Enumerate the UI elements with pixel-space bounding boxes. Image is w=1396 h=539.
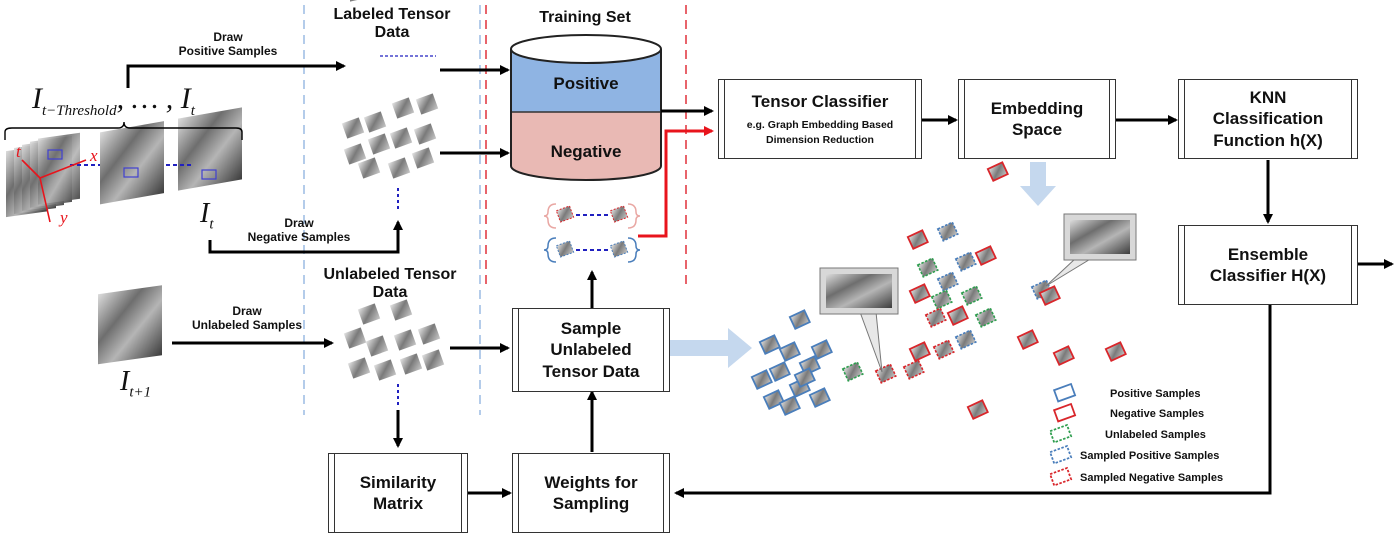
embedding-sample-patch	[810, 339, 833, 361]
embedding-sample-patch	[936, 221, 959, 242]
ensemble-box: Ensemble Classifier H(X)	[1178, 225, 1358, 305]
sampled-positive-pair	[543, 237, 641, 263]
embedding-sample-patch	[974, 245, 997, 267]
axis-x-label: x	[90, 146, 98, 165]
weights-box: Weights for Sampling	[512, 453, 670, 533]
similarity-box: Similarity Matrix	[328, 453, 468, 533]
frame-image-next	[98, 285, 162, 365]
frame-image	[100, 121, 164, 205]
embedding-sample-patch	[1104, 341, 1127, 363]
weights-title: Weights for Sampling	[544, 472, 638, 513]
embedding-sample-patch	[916, 257, 939, 278]
legend-swatch	[1048, 466, 1073, 487]
frame-stack-image	[6, 132, 80, 218]
embedding-scatter	[750, 161, 1127, 421]
light-arrow-down-embedding	[1020, 162, 1056, 206]
ensemble-title: Ensemble Classifier H(X)	[1209, 244, 1327, 285]
training-set-label: Training Set	[539, 9, 631, 26]
embedding-sample-patch	[808, 387, 831, 409]
axis-t-label: t	[16, 142, 21, 161]
embedding-sample-patch	[986, 161, 1009, 183]
tensor-classifier-title: Tensor Classifier	[751, 92, 889, 112]
embedding-sample-patch	[906, 229, 929, 251]
legend-sampled-negative-label: Sampled Negative Samples	[1080, 472, 1224, 484]
similarity-title: Similarity Matrix	[359, 472, 437, 513]
embedding-sample-patch	[874, 363, 897, 384]
negative-label: Negative	[550, 142, 622, 161]
knn-box: KNN Classification Function h(X)	[1178, 79, 1358, 159]
embedding-sample-patch	[924, 307, 947, 328]
embedding-sample-patch	[758, 334, 781, 356]
embedding-sample-patch	[1016, 329, 1039, 351]
embedding-sample-patch	[762, 389, 785, 411]
legend-swatches	[1048, 382, 1077, 487]
embedding-sample-patch	[960, 285, 983, 306]
legend-negative-label: Negative Samples	[1110, 408, 1205, 420]
light-arrow-to-embedding-plot	[668, 328, 752, 368]
sample-unlabeled-title: Sample Unlabeled Tensor Data	[542, 319, 640, 381]
embedding-sample-patch	[966, 399, 989, 421]
range-brace	[4, 121, 243, 140]
labeled-tensor-data-label: Labeled Tensor Data	[333, 6, 451, 42]
frame-t-label: It	[200, 198, 214, 233]
draw-positive-label: Draw Positive Samples	[178, 30, 278, 58]
legend-swatch	[1052, 382, 1077, 403]
embedding-sample-patch	[1038, 285, 1061, 307]
embedding-sample-patch	[936, 271, 959, 292]
embedding-sample-patch	[908, 283, 931, 305]
embedding-space-box: Embedding Space	[958, 79, 1116, 159]
legend-swatch	[1052, 402, 1077, 423]
legend-swatch	[1048, 423, 1073, 444]
embedding-sample-patch	[954, 251, 977, 272]
labeled-negative-patches	[341, 93, 439, 179]
embedding-sample-patch	[954, 329, 977, 350]
embedding-sample-patch	[1052, 345, 1075, 367]
callout-thumbnail	[819, 267, 899, 373]
sample-unlabeled-box: Sample Unlabeled Tensor Data	[512, 308, 670, 392]
draw-negative-label: Draw Negative Samples	[247, 216, 351, 244]
labeled-positive-patches	[350, 0, 436, 57]
arrow-sampled-to-classifier	[638, 126, 714, 238]
embedding-space-title: Embedding Space	[990, 98, 1084, 139]
axis-y-label: y	[60, 208, 68, 227]
legend-unlabeled-label: Unlabeled Samples	[1105, 429, 1206, 441]
embedding-sample-patch	[778, 395, 801, 417]
draw-unlabeled-label: Draw Unlabeled Samples	[191, 304, 303, 332]
legend-positive-label: Positive Samples	[1110, 388, 1201, 400]
positive-label: Positive	[553, 74, 619, 93]
callout-thumbnail	[1045, 213, 1137, 287]
embedding-sample-patch	[974, 307, 997, 328]
unlabeled-tensor-data-label: Unlabeled Tensor Data	[323, 266, 457, 302]
sampled-negative-pair	[543, 203, 641, 229]
tensor-classifier-box: Tensor Classifier e.g. Graph Embedding B…	[718, 79, 922, 159]
training-set-cylinder	[510, 34, 662, 181]
legend-swatch	[1048, 444, 1073, 465]
frame-t1-label: It+1	[120, 366, 152, 401]
embedding-sample-patch	[778, 341, 801, 363]
tensor-classifier-subtitle: e.g. Graph Embedding Based Dimension Red…	[746, 119, 894, 146]
knn-title: KNN Classification Function h(X)	[1212, 88, 1324, 150]
arrow-ensemble-to-weights	[674, 304, 1272, 498]
embedding-sample-patch	[793, 367, 816, 389]
legend-sampled-positive-label: Sampled Positive Samples	[1080, 450, 1220, 462]
embedding-sample-patch	[788, 309, 811, 331]
embedding-sample-patch	[841, 361, 864, 382]
embedding-sample-patch	[946, 305, 969, 327]
axis-arrows	[21, 159, 87, 223]
arrow-draw-positive	[126, 61, 346, 88]
arrow-draw-negative	[208, 220, 403, 254]
embedding-sample-patch	[932, 339, 955, 360]
embedding-sample-patch	[902, 359, 925, 380]
unlabeled-patches	[343, 299, 445, 381]
frame-range-label: It−Threshold, … , It	[32, 82, 195, 119]
embedding-sample-patch	[930, 289, 953, 310]
embedding-sample-patch	[908, 341, 931, 363]
embedding-sample-patch	[750, 369, 773, 391]
embedding-sample-patch	[768, 361, 791, 383]
